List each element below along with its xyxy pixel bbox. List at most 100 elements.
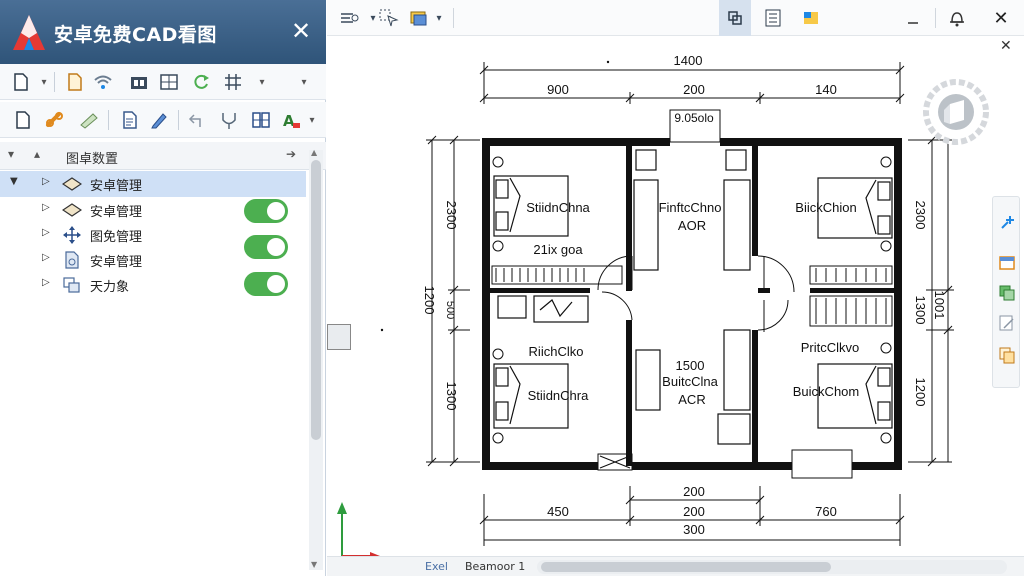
layer-row-1[interactable]: ▷ 安卓管理 [0,197,306,223]
sort-down-icon[interactable]: ▾ [8,147,15,161]
pin-panel-icon[interactable]: ➔ [286,147,297,161]
door-label: 9.05olo [674,111,714,125]
notification-icon[interactable] [945,7,969,29]
edit-doc-icon[interactable] [997,313,1017,333]
dim-right: 1001 [932,291,947,320]
expand-arrow-icon[interactable]: ▷ [42,227,50,238]
open-doc-icon[interactable] [64,71,86,93]
layer-visibility-toggle[interactable] [244,199,288,223]
flag-icon[interactable] [799,7,823,29]
walls [482,138,902,470]
add-point-icon[interactable] [997,213,1017,233]
new-doc-icon[interactable] [10,71,32,93]
dim-left: 1200 [422,286,437,315]
wifi-icon[interactable] [92,71,114,93]
dropdown-icon[interactable]: ▾ [370,12,376,24]
room-label: StiidnChra [528,388,589,403]
scroll-up-icon[interactable]: ▲ [311,148,318,157]
layer-row-2[interactable]: ▷ 图免管理 [0,222,306,248]
dim-top-seg: 200 [683,82,705,97]
dim-bottom-total: 300 [683,522,705,537]
text-style-icon[interactable]: A [280,109,302,131]
close-drawing-icon[interactable]: ✕ [1000,38,1012,54]
expand-arrow-icon[interactable]: ▷ [42,252,50,263]
more-icon[interactable]: ▾ [301,76,307,88]
scroll-down-icon[interactable]: ▼ [311,560,318,569]
expand-arrow-icon[interactable]: ▷ [42,176,50,187]
dim-right: 1300 [913,296,928,325]
room-label: BiickChion [795,200,856,215]
main-toolbar: ▾ ▾ ✕ [327,0,1024,36]
layout-tab-bar: Exel Beamoor 1 [327,556,1024,576]
sort-up-icon[interactable]: ▴ [34,147,41,161]
panel-resize-handle[interactable] [327,324,351,350]
stray-dot [380,328,384,332]
pencil-icon[interactable] [148,109,170,131]
room-sublabel: RiichClko [529,344,584,359]
room-label: BuitcClna [662,374,718,389]
app-logo-icon [13,15,45,50]
windows [491,265,893,479]
app-title: 安卓免费CAD看图 [54,24,217,46]
window-icon[interactable] [997,253,1017,273]
copy-docs-icon[interactable] [997,345,1017,365]
close-panel-button[interactable]: ✕ [290,17,312,45]
doc-icon [62,251,82,269]
dim-top-seg: 900 [547,82,569,97]
dropdown-icon[interactable]: ▾ [41,76,47,88]
toolbar-primary: ▾ ▾ ▾ [0,64,326,100]
layers-icon[interactable] [128,71,150,93]
layer-row-label: 安卓管理 [90,179,143,194]
toolbar-divider [935,8,936,28]
select-icon[interactable] [377,7,401,29]
layer-visibility-toggle[interactable] [244,272,288,296]
dropdown-icon[interactable]: ▾ [309,114,315,126]
table-icon[interactable] [158,71,180,93]
dim-right: 1200 [913,378,928,407]
layer-manager-icon[interactable] [407,7,431,29]
measure-icon[interactable] [78,109,100,131]
pin-icon[interactable] [218,109,240,131]
view-cube-icon[interactable] [920,72,992,152]
expand-arrow-icon[interactable]: ▷ [42,277,50,288]
align-icon[interactable] [250,109,272,131]
layer-row-4[interactable]: ▷ 天力象 [0,272,306,298]
panel-scrollbar[interactable]: ▲ ▼ [309,148,323,570]
undo-icon[interactable] [186,109,208,131]
collapse-arrow-icon[interactable]: ▼ [10,176,18,187]
crop-icon[interactable] [723,7,747,29]
layer-panel-header: ▾ ▴ 图卓数置 ➔ [0,142,326,170]
list-icon[interactable] [761,7,785,29]
scroll-thumb[interactable] [311,160,321,440]
horizontal-scrollbar[interactable] [537,560,1007,574]
left-dimensions [426,135,480,467]
link-icon[interactable] [44,109,66,131]
dim-bottom-seg: 200 [683,504,705,519]
dropdown-icon[interactable]: ▾ [259,76,265,88]
blank-doc-icon[interactable] [12,109,34,131]
tab-layout[interactable]: Beamoor 1 [465,560,526,573]
maximize-icon[interactable] [901,7,925,29]
panels-icon[interactable] [997,283,1017,303]
room-sublabel: 21ix goa [533,242,583,257]
copy-icon[interactable] [118,109,140,131]
floor-plan-drawing[interactable]: 1400 900 200 140 2300 1200 500 1300 [330,38,994,552]
tab-model[interactable]: Exel [425,560,448,573]
close-app-button[interactable]: ✕ [993,7,1009,29]
layer-visibility-toggle[interactable] [244,235,288,259]
dim-left: 500 [444,301,456,319]
room-label: BuickChom [793,384,859,399]
dim-top-total: 1400 [674,53,703,68]
snap-icon[interactable] [337,7,361,29]
room-number: 1500 [676,358,705,373]
refresh-icon[interactable] [190,71,212,93]
layer-row-3[interactable]: ▷ 安卓管理 [0,235,306,273]
layer-row-0[interactable]: ▼ ▷ 安卓管理 [0,171,306,197]
dropdown-icon[interactable]: ▾ [436,12,442,24]
expand-arrow-icon[interactable]: ▷ [42,202,50,213]
layer-icon [62,201,82,219]
room-sublabel: AOR [678,218,706,233]
horizontal-scroll-thumb[interactable] [541,562,831,572]
grid-icon[interactable] [222,71,244,93]
